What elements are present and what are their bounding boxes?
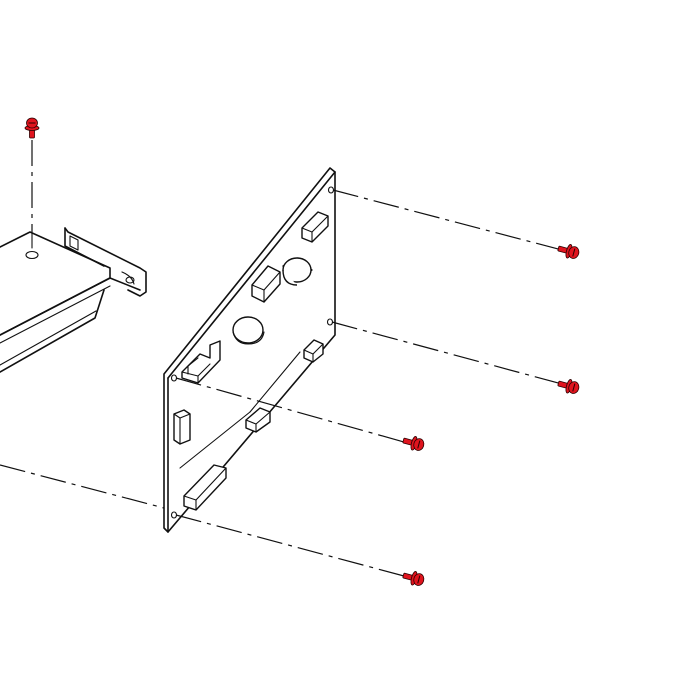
- assembly-guide-lines: [0, 189, 563, 577]
- screw: [556, 376, 581, 397]
- component-capacitor: [282, 257, 313, 286]
- mount-hole: [170, 511, 178, 519]
- component-connector-top: [301, 211, 329, 243]
- mount-hole: [326, 318, 334, 326]
- component-small-block: [303, 339, 324, 363]
- mounting-bracket: [0, 227, 147, 373]
- mount-hole: [170, 374, 178, 382]
- component-long-connector: [183, 464, 227, 511]
- component-chip: [245, 407, 271, 433]
- mount-hole: [327, 186, 335, 194]
- circuit-board: [163, 167, 336, 533]
- component-vertical-block: [173, 409, 191, 445]
- screw: [556, 241, 581, 262]
- component-header: [181, 340, 221, 384]
- screw: [401, 433, 426, 454]
- screw: [24, 117, 40, 139]
- component-block: [251, 265, 281, 303]
- screw: [401, 568, 426, 589]
- component-capacitor: [232, 316, 265, 345]
